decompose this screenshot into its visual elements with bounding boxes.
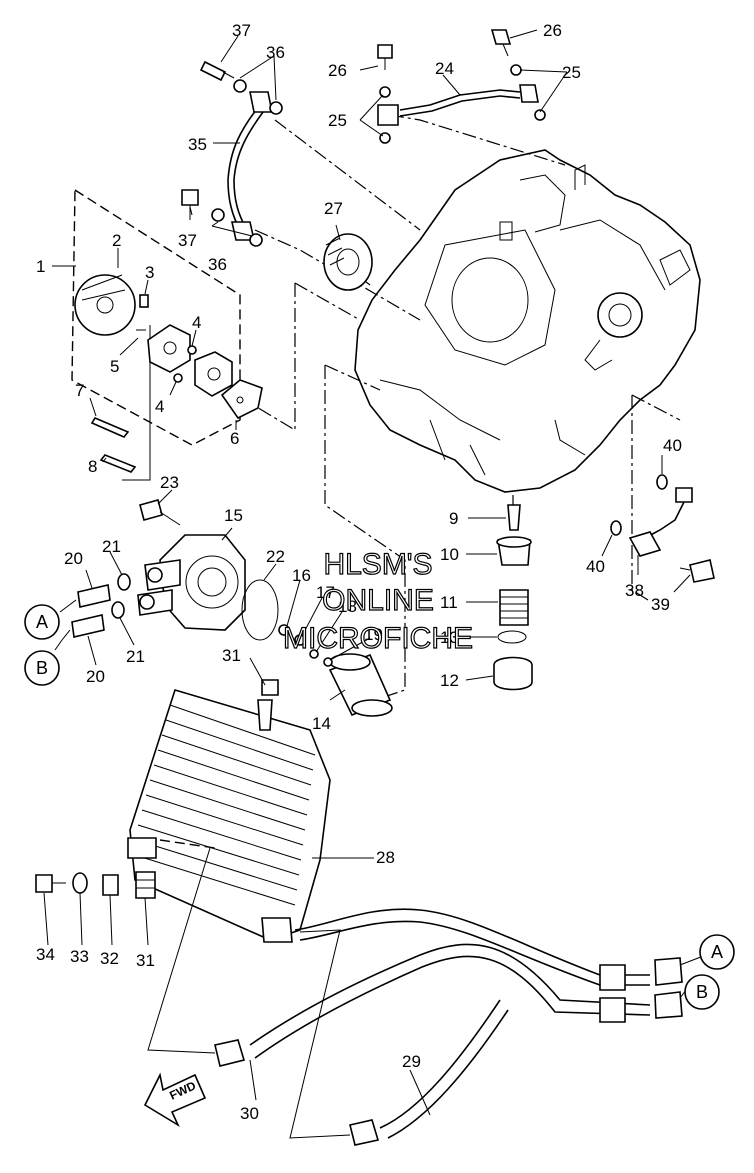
- part-number: 33: [70, 947, 89, 966]
- part-number: 31: [136, 951, 155, 970]
- part-number: 29: [402, 1052, 421, 1071]
- fwd-arrow: FWD: [143, 1072, 207, 1128]
- part-number: 25: [562, 63, 581, 82]
- crankcase: [354, 149, 701, 493]
- part-number: 39: [651, 595, 670, 614]
- connector-a-circle-left: [24, 604, 60, 640]
- part-number: 31: [222, 646, 241, 665]
- idler-gear: [323, 233, 373, 291]
- part-number: 17: [316, 583, 335, 602]
- part-number: 32: [100, 949, 119, 968]
- part-number: 18: [338, 597, 357, 616]
- part-number: 20: [64, 549, 83, 568]
- part-number: 7: [75, 381, 84, 400]
- part-number: 5: [110, 357, 119, 376]
- side-bracket: [610, 474, 715, 583]
- watermark-line-2: ONLINE: [322, 584, 434, 617]
- part-number: 16: [292, 566, 311, 585]
- oil-hoses: [147, 847, 683, 1146]
- leader-lines: [122, 114, 681, 701]
- part-number: 13: [440, 628, 459, 647]
- part-number: 27: [324, 199, 343, 218]
- oil-pipes: [181, 29, 546, 247]
- connector-a-label: A: [711, 942, 723, 962]
- connector-markers: A B A B: [24, 604, 735, 1010]
- part-number: 35: [188, 135, 207, 154]
- part-number: 36: [208, 255, 227, 274]
- part-number: 10: [440, 545, 459, 564]
- connector-b-label: B: [36, 658, 48, 678]
- oil-filter: [278, 624, 393, 717]
- part-number: 24: [435, 59, 454, 78]
- part-number: 37: [232, 21, 251, 40]
- part-number: 37: [178, 231, 197, 250]
- connector-a-label: A: [36, 612, 48, 632]
- part-number: 6: [230, 429, 239, 448]
- part-number: 40: [663, 436, 682, 455]
- part-number: 14: [312, 714, 331, 733]
- part-number: 40: [586, 557, 605, 576]
- strainer-stack: [493, 504, 533, 691]
- connector-b-circle-left: [24, 650, 60, 686]
- part-number: 1: [36, 257, 45, 276]
- part-number: 21: [126, 647, 145, 666]
- part-number: 15: [224, 506, 243, 525]
- part-number: 8: [88, 457, 97, 476]
- connector-b-label: B: [696, 982, 708, 1002]
- part-number: 11: [440, 593, 458, 612]
- part-number: 19: [364, 625, 383, 644]
- callout-leaders: [43, 29, 707, 1116]
- oil-filter-cover: [71, 499, 279, 641]
- connector-b-circle-right: [684, 974, 720, 1010]
- part-number: 26: [543, 21, 562, 40]
- part-number: 2: [112, 231, 121, 250]
- part-number: 36: [266, 43, 285, 62]
- oil-pump-group: [71, 188, 263, 473]
- part-number: 4: [155, 397, 164, 416]
- part-number: 22: [266, 547, 285, 566]
- connector-a-circle-right: [699, 934, 735, 970]
- part-number: 30: [240, 1104, 259, 1123]
- part-labels: 1 2 3 4 4 5 6 7 8 9 10 11 12 13 14 15 16…: [36, 21, 682, 1123]
- part-number: 4: [192, 313, 201, 332]
- part-number: 20: [86, 667, 105, 686]
- part-number: 26: [328, 61, 347, 80]
- watermark-line-1: HLSM'S: [323, 548, 432, 581]
- part-number: 3: [145, 263, 154, 282]
- part-number: 12: [440, 671, 459, 690]
- oil-cooler: [127, 679, 331, 943]
- watermark: HLSM'S ONLINE MICROFICHE: [282, 547, 473, 655]
- part-number: 9: [449, 509, 458, 528]
- part-number: 25: [328, 111, 347, 130]
- mount-hardware: [35, 871, 156, 899]
- part-number: 38: [625, 581, 644, 600]
- part-number: 28: [376, 848, 395, 867]
- watermark-line-3: MICROFICHE: [283, 622, 473, 655]
- part-number: 23: [160, 473, 179, 492]
- part-number: 21: [102, 537, 121, 556]
- part-number: 34: [36, 945, 55, 964]
